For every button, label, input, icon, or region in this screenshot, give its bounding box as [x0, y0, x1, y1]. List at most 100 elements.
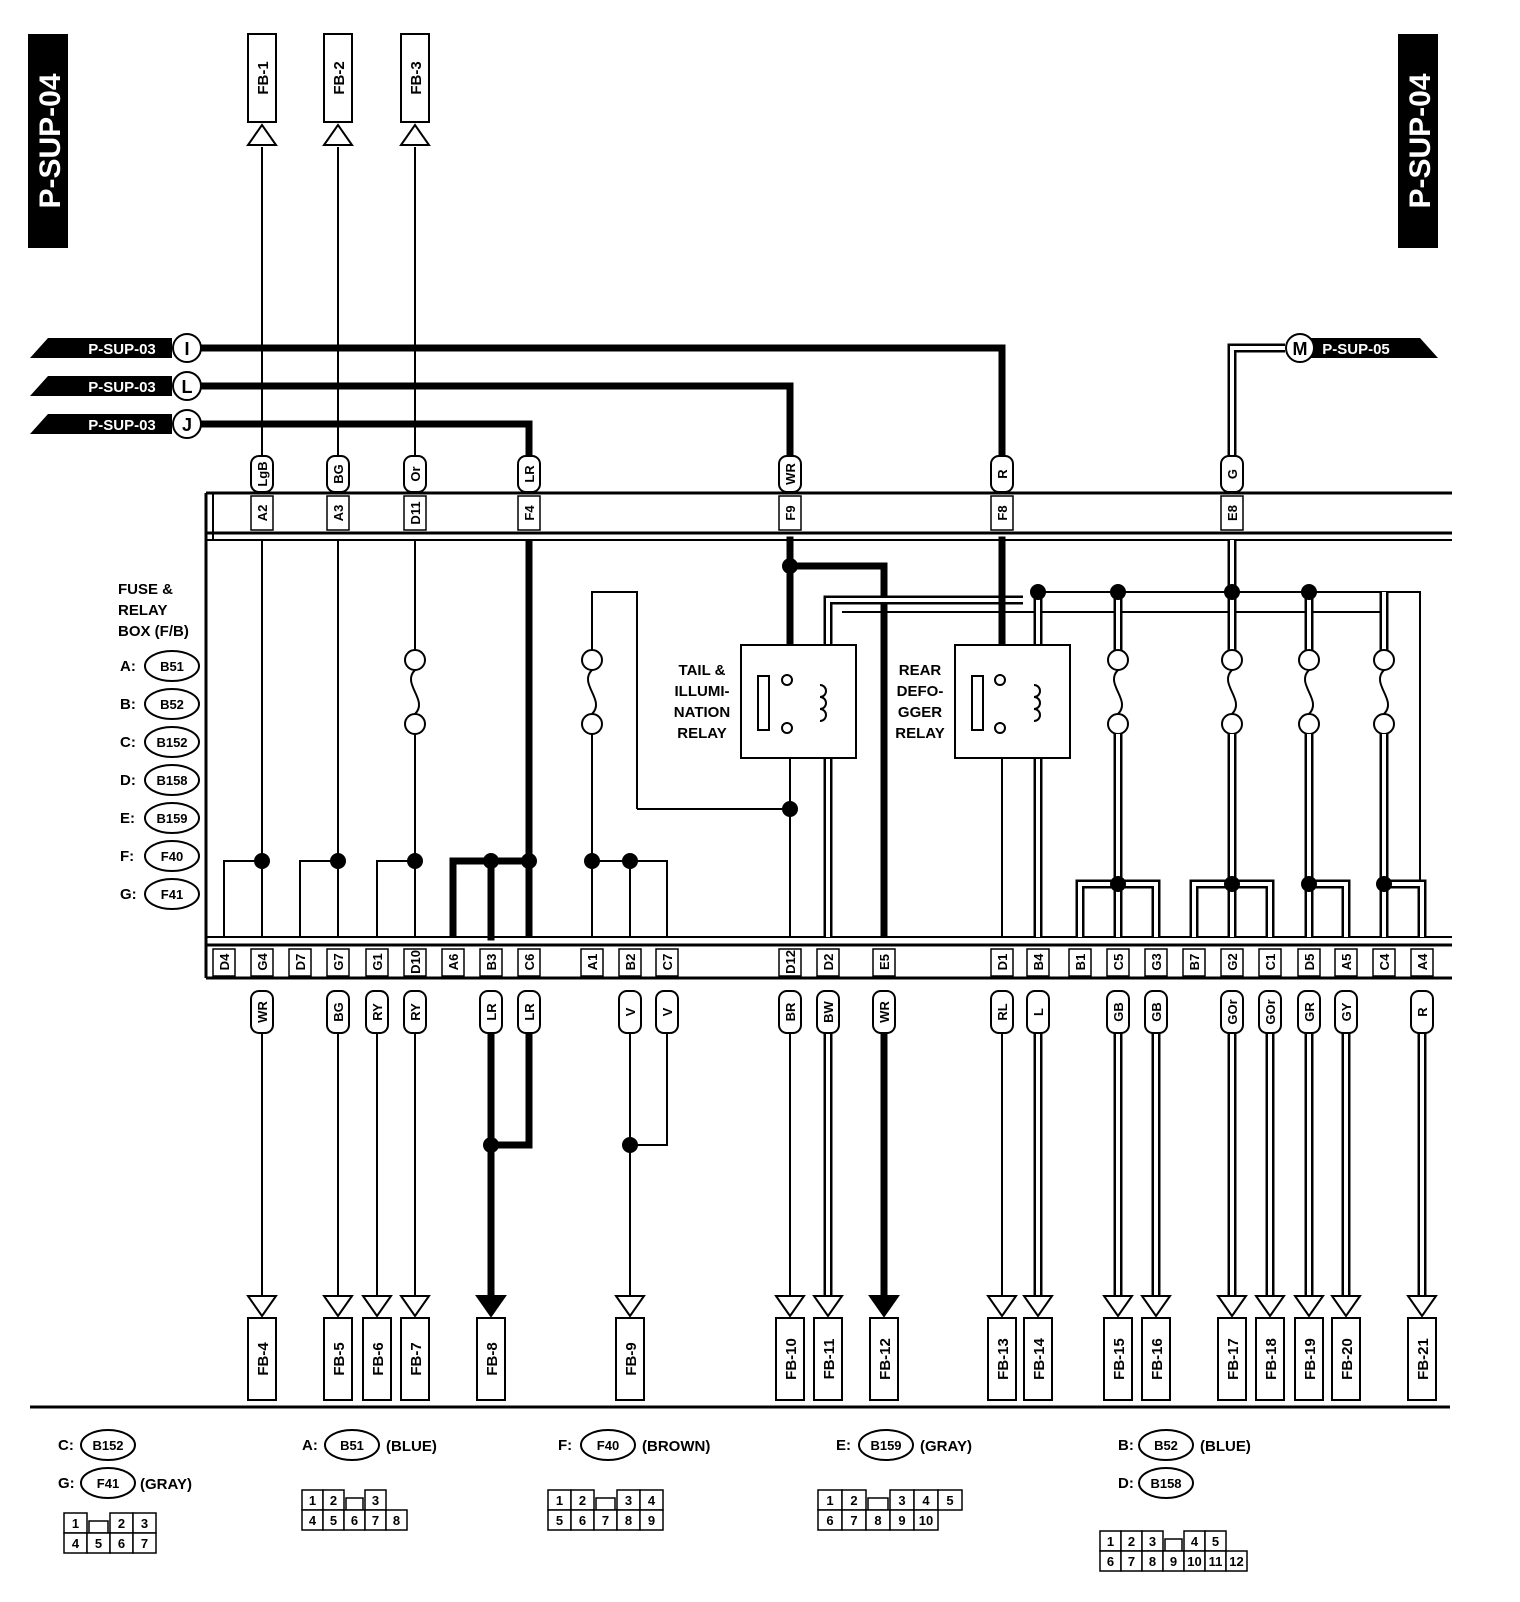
wire-color-tag: [872, 990, 896, 1034]
svg-text:B:: B:: [120, 696, 136, 713]
fb-connector: [247, 1317, 277, 1401]
arrow-down: [361, 1295, 393, 1318]
svg-text:P-SUP-04: P-SUP-04: [1404, 73, 1437, 208]
top-wire-color: BG: [331, 464, 346, 484]
pinout-number: 1: [826, 1493, 833, 1508]
wire-color-tag: [990, 455, 1014, 493]
double-wire: [1189, 879, 1232, 937]
fb-connector: [1331, 1317, 1361, 1401]
pinout-number: 8: [625, 1513, 632, 1528]
junction-dot: [521, 853, 537, 869]
pinout-number: 3: [141, 1516, 148, 1531]
circle-marker-letter: L: [182, 377, 193, 397]
circle-marker: [1285, 333, 1315, 363]
arrow-down: [475, 1295, 507, 1318]
wire: [592, 860, 668, 937]
page-code-right: P-SUP-04: [1398, 34, 1438, 248]
svg-text:RELAY: RELAY: [677, 725, 726, 742]
fuse-element: [586, 669, 598, 715]
junction-dot: [622, 853, 638, 869]
pinout-number: 1: [1107, 1534, 1114, 1549]
junction-dot: [1030, 584, 1046, 600]
bottom-wire-color: GR: [1302, 1002, 1317, 1022]
fuse-terminal: [1107, 713, 1129, 735]
pinout-number: 5: [1212, 1534, 1219, 1549]
arrow-down: [1330, 1295, 1362, 1318]
fb-connector-label: FB-16: [1149, 1338, 1166, 1380]
top-pin-label: E8: [1225, 505, 1240, 521]
fb-connector: [362, 1317, 392, 1401]
double-wire: [1384, 882, 1424, 937]
fb-connector-label: FB-21: [1415, 1338, 1432, 1380]
svg-text:TAIL &: TAIL &: [679, 662, 726, 679]
wire: [376, 860, 415, 937]
svg-text:(BLUE): (BLUE): [1200, 1438, 1251, 1455]
bottom-pin-label: A1: [585, 954, 600, 971]
bottom-pin: [580, 948, 604, 977]
bottom-pin: [618, 948, 642, 977]
top-wire-color: LR: [522, 465, 537, 483]
pinout-number: 4: [922, 1493, 930, 1508]
pinout-number: 8: [393, 1513, 400, 1528]
pinout-key: [1164, 1538, 1183, 1552]
pinout-number: 7: [602, 1513, 609, 1528]
bottom-wire-color: R: [1415, 1007, 1430, 1017]
connector-legend: C: B152 G: F41 (GRAY) A: B51 (BLUE) F: F…: [58, 1429, 1251, 1499]
svg-text:BOX (F/B): BOX (F/B): [118, 623, 189, 640]
double-wire: [1309, 882, 1348, 937]
double-wire: [1309, 879, 1351, 937]
svg-text:B:: B:: [1118, 1437, 1134, 1454]
fuse-element: [1378, 669, 1390, 715]
fb-connector-label: FB-18: [1263, 1338, 1280, 1380]
bottom-pin: [778, 948, 802, 977]
bottom-wire-color: RL: [995, 1003, 1010, 1020]
pinout-number: 10: [1187, 1554, 1201, 1569]
fb-connector-label: FB-17: [1225, 1338, 1242, 1380]
bottom-wire-color: WR: [877, 1001, 892, 1023]
wire-color-tag: [1220, 455, 1244, 493]
junction-dot: [1301, 876, 1317, 892]
top-wire-color: Or: [408, 466, 423, 481]
top-pin-label: A2: [255, 505, 270, 522]
top-pin: [326, 495, 350, 531]
bottom-wire-color: LR: [484, 1003, 499, 1021]
svg-text:(BLUE): (BLUE): [386, 1438, 437, 1455]
wires: [201, 147, 1452, 1300]
bottom-pin: [1026, 948, 1050, 977]
fuse-element: [1303, 669, 1315, 715]
svg-text:RELAY: RELAY: [118, 602, 167, 619]
junction-dot: [1224, 584, 1240, 600]
svg-text:GGER: GGER: [898, 704, 942, 721]
top-pin-label: F4: [522, 505, 537, 521]
svg-text:(BROWN): (BROWN): [642, 1438, 710, 1455]
wire: [201, 382, 794, 462]
bottom-pin: [365, 948, 389, 977]
pinout-number: 3: [625, 1493, 632, 1508]
wire-color-tag: [403, 455, 427, 493]
bottom-pin: [1297, 948, 1321, 977]
circle-marker: [172, 371, 202, 401]
connector-arrow: [30, 376, 172, 396]
svg-text:F:: F:: [120, 848, 134, 865]
fb-connector: [813, 1317, 843, 1401]
junction-dot: [1376, 876, 1392, 892]
junction-dot: [1224, 876, 1240, 892]
wire-color-tag: [778, 990, 802, 1034]
pinout-cell: [913, 1509, 939, 1531]
bottom-wire-color: WR: [255, 1001, 270, 1023]
svg-text:B51: B51: [340, 1438, 364, 1453]
pinout-number: 4: [72, 1536, 80, 1551]
fb-connector-label: FB-6: [370, 1342, 387, 1375]
svg-text:B51: B51: [160, 659, 184, 674]
fb-connector: [323, 1317, 353, 1401]
pinout-cell: [385, 1509, 408, 1531]
wire: [223, 860, 262, 937]
bottom-pin-label: D5: [1302, 954, 1317, 971]
pinout-number: 12: [1229, 1554, 1243, 1569]
svg-text:G:: G:: [58, 1475, 75, 1492]
fuse-terminal: [1107, 649, 1129, 671]
wire-color-tag: [517, 455, 541, 493]
